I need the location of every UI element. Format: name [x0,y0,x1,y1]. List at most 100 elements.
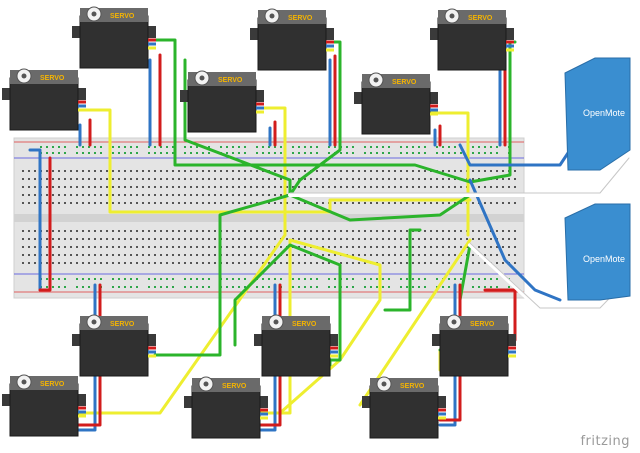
breadboard-hole [268,262,270,264]
breadboard-hole [508,238,510,240]
breadboard-hole [328,170,330,172]
breadboard-hole [172,170,174,172]
breadboard-hole [514,230,516,232]
breadboard-hole [334,286,336,288]
breadboard-hole [496,186,498,188]
breadboard-hole [208,202,210,204]
breadboard-hole [382,286,384,288]
breadboard-hole [208,178,210,180]
breadboard-hole [124,202,126,204]
breadboard-hole [106,202,108,204]
breadboard-hole [472,152,474,154]
breadboard-hole [394,254,396,256]
breadboard-hole [316,278,318,280]
breadboard-hole [190,246,192,248]
breadboard-hole [292,186,294,188]
breadboard-hole [178,230,180,232]
breadboard-hole [82,238,84,240]
breadboard-hole [412,186,414,188]
breadboard-hole [304,146,306,148]
breadboard-hole [370,186,372,188]
breadboard-hole [436,146,438,148]
breadboard-hole [418,254,420,256]
breadboard-hole [394,230,396,232]
breadboard-hole [58,278,60,280]
breadboard-hole [250,178,252,180]
breadboard-hole [322,186,324,188]
breadboard-hole [454,152,456,154]
servo-label: SERVO [400,383,425,390]
breadboard-hole [460,202,462,204]
breadboard-hole [202,170,204,172]
breadboard-hole [424,278,426,280]
breadboard-hole [484,186,486,188]
breadboard-hole [310,286,312,288]
breadboard-hole [226,262,228,264]
breadboard-hole [184,170,186,172]
breadboard-hole [208,262,210,264]
breadboard-hole [34,178,36,180]
breadboard-hole [136,152,138,154]
breadboard-hole [376,202,378,204]
breadboard-hole [262,286,264,288]
breadboard-hole [406,230,408,232]
breadboard-hole [172,246,174,248]
breadboard-hole [238,170,240,172]
wire-yellow [76,198,287,415]
breadboard-hole [52,230,54,232]
breadboard-hole [244,194,246,196]
breadboard-hole [118,152,120,154]
breadboard-hole [160,178,162,180]
wire-green [148,38,472,184]
breadboard-hole [46,238,48,240]
breadboard-hole [472,238,474,240]
breadboard-hole [100,170,102,172]
breadboard-hole [64,246,66,248]
breadboard-hole [22,262,24,264]
breadboard-hole [202,278,204,280]
breadboard-hole [124,178,126,180]
breadboard-hole [388,170,390,172]
breadboard-hole [238,202,240,204]
breadboard-hole [76,254,78,256]
breadboard-hole [442,262,444,264]
breadboard-hole [118,230,120,232]
breadboard-hole [244,238,246,240]
breadboard-hole [412,254,414,256]
breadboard-hole [160,152,162,154]
breadboard-hole [202,246,204,248]
breadboard-hole [94,262,96,264]
breadboard-hole [226,146,228,148]
servo-label: SERVO [392,79,417,86]
breadboard-hole [406,178,408,180]
breadboard-hole [238,246,240,248]
breadboard-hole [388,246,390,248]
breadboard-hole [178,202,180,204]
breadboard-hole [370,178,372,180]
breadboard-hole [220,170,222,172]
breadboard-hole [484,152,486,154]
breadboard-hole [424,246,426,248]
breadboard-hole [334,246,336,248]
breadboard-hole [322,178,324,180]
breadboard-hole [124,170,126,172]
breadboard-hole [106,230,108,232]
breadboard-hole [136,178,138,180]
breadboard-hole [406,262,408,264]
breadboard-hole [214,186,216,188]
servo-body [187,79,257,133]
breadboard-hole [34,194,36,196]
breadboard-hole [412,178,414,180]
breadboard-hole [454,170,456,172]
breadboard-hole [478,238,480,240]
breadboard-hole [340,178,342,180]
breadboard-hole [436,202,438,204]
breadboard-hole [244,152,246,154]
center-channel [14,214,524,222]
breadboard-hole [160,278,162,280]
breadboard-hole [352,262,354,264]
breadboard-hole [442,152,444,154]
breadboard-hole [514,178,516,180]
breadboard-hole [298,286,300,288]
